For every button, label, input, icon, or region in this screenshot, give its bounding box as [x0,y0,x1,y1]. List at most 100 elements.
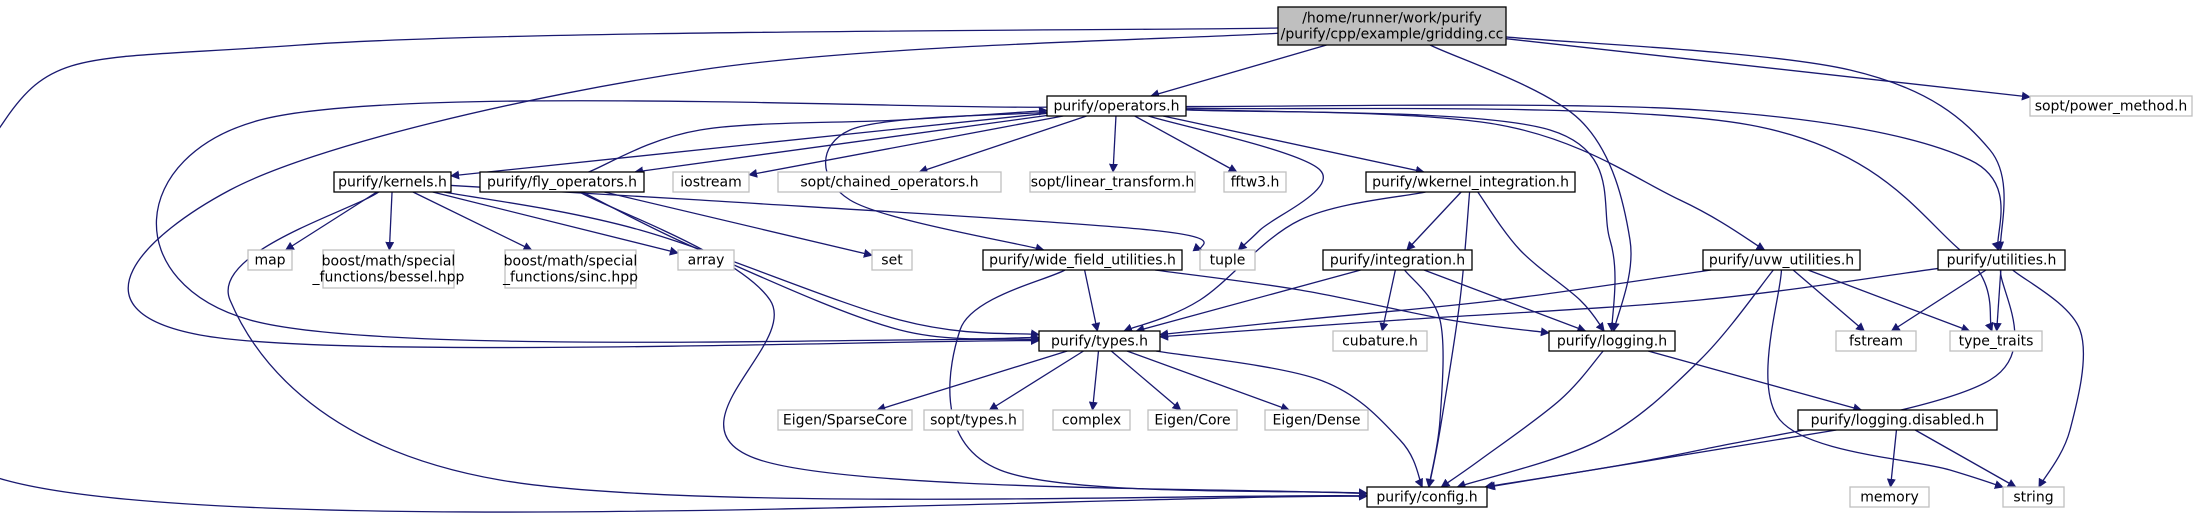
node-label: fftw3.h [1231,175,1280,191]
node-box [1322,249,1473,271]
node-box [479,171,645,193]
node-label: map [254,253,285,269]
node-box [1366,486,1488,508]
include-edge-operators-to-logging [1185,109,1617,332]
include-edge-operators-to-linear_transform [1108,115,1118,173]
node-label: purify/wide_field_utilities.h [989,253,1176,269]
node-chained-operators: sopt/chained_operators.h [777,171,1002,193]
node-eigen-sparsecore: Eigen/SparseCore [777,409,913,431]
include-edge-types-to-sopt_types [988,350,1084,411]
node-linear-transform: sopt/linear_transform.h [1029,171,1196,193]
include-edge-types-to-eigen_sparsecore [876,350,1068,412]
node-box [2002,486,2065,508]
include-edge-wide_field_utilities-to-types [1083,269,1101,332]
node-box [1046,95,1187,117]
node-operators[interactable]: purify/operators.h [1046,95,1187,117]
include-edge-logging_disabled-to-memory [1886,429,1898,488]
include-edge-gridding-to-config [0,27,1368,513]
node-uvw-utilities[interactable]: purify/uvw_utilities.h [1702,249,1861,271]
node-label: purify/operators.h [1054,99,1180,115]
include-edge-integration-to-config [1404,269,1444,488]
node-label: Eigen/Dense [1273,413,1361,429]
include-edge-types-to-eigen_dense [1126,350,1290,412]
include-edge-gridding-to-types [127,32,1279,349]
include-edge-wkernel_integration-to-integration [1406,191,1462,251]
node-label: purify/logging.disabled.h [1811,413,1985,429]
include-edge-logging-to-config [1440,350,1604,488]
node-label: purify/config.h [1376,490,1477,506]
include-edge-operators-to-iostream [748,115,1064,178]
node-eigen-dense: Eigen/Dense [1264,409,1369,431]
node-sopt-types: sopt/types.h [923,409,1024,431]
include-edge-wide_field_utilities-to-config [949,269,1368,498]
node-complex: complex [1052,409,1131,431]
node-box [2029,95,2193,117]
node-logging[interactable]: purify/logging.h [1548,330,1676,352]
include-edge-utilities-to-types [1159,267,1939,341]
node-set: set [871,249,913,271]
include-edge-fly_operators-to-set [604,191,873,258]
node-bessel: boost/math/special_functions/bessel.hpp [312,249,465,289]
node-box [1038,330,1161,352]
node-label: _functions/sinc.hpp [502,270,638,286]
include-edge-utilities-to-string [2012,269,2085,488]
node-label: boost/math/special [504,254,638,270]
node-label: /purify/cpp/example/gridding.cc [1281,27,1504,43]
node-label: iostream [680,175,742,191]
include-edge-uvw_utilities-to-config [1456,269,1774,489]
include-edge-uvw_utilities-to-fstream [1792,269,1866,332]
node-fly-operators[interactable]: purify/fly_operators.h [479,171,645,193]
node-label: string [2013,490,2053,506]
include-edge-kernels-to-array [432,191,679,256]
node-label: purify/kernels.h [338,175,447,191]
node-label: purify/utilities.h [1947,253,2057,269]
node-box [1365,171,1576,193]
node-config[interactable]: purify/config.h [1366,486,1488,508]
node-box [333,171,452,193]
node-cubature: cubature.h [1332,330,1428,352]
include-edge-fly_operators-to-config [579,191,1368,498]
node-kernels[interactable]: purify/kernels.h [333,171,452,193]
include-edge-uvw_utilities-to-type_traits [1807,269,1971,333]
include-edge-wide_field_utilities-to-logging [1154,269,1550,337]
node-map: map [247,249,293,271]
node-box [1937,249,2066,271]
include-edge-gridding-to-utilities [1505,36,2005,251]
node-box [923,409,1024,431]
node-utilities[interactable]: purify/utilities.h [1937,249,2066,271]
include-edge-fly_operators-to-operators [588,106,1048,173]
node-wkernel-integration[interactable]: purify/wkernel_integration.h [1365,171,1576,193]
node-box [1223,171,1287,193]
node-box [1147,409,1238,431]
node-label: purify/types.h [1051,334,1148,350]
node-types[interactable]: purify/types.h [1038,330,1161,352]
node-box [1797,409,1998,431]
include-edge-fly_operators-to-types [582,191,1040,342]
dependency-nodes: /home/runner/work/purify/purify/cpp/exam… [247,6,2193,508]
node-label: purify/integration.h [1330,253,1465,269]
node-fftw3: fftw3.h [1223,171,1287,193]
node-label: tuple [1210,253,1246,269]
node-iostream: iostream [672,171,750,193]
node-integration[interactable]: purify/integration.h [1322,249,1473,271]
node-box [871,249,913,271]
node-box [1835,330,1917,352]
include-edge-logging-to-logging_disabled [1647,350,1863,413]
include-edge-operators-to-fftw3 [1134,115,1238,173]
include-edge-operators-to-kernels [450,112,1048,180]
node-wide-field-utilities[interactable]: purify/wide_field_utilities.h [982,249,1183,271]
include-edge-gridding-to-power_method [1505,38,2031,101]
node-type-traits: type_traits [1949,330,2043,352]
include-edge-logging_disabled-to-string [1914,429,2017,488]
node-gridding[interactable]: /home/runner/work/purify/purify/cpp/exam… [1277,6,1507,46]
include-edge-operators-to-chained_operators [918,115,1087,174]
node-tuple: tuple [1199,249,1256,271]
node-sinc: boost/math/special_functions/sinc.hpp [502,249,638,289]
node-logging-disabled[interactable]: purify/logging.disabled.h [1797,409,1998,431]
node-label: Eigen/Core [1154,413,1230,429]
include-edge-kernels-to-sinc [412,191,533,251]
node-box [672,171,750,193]
node-box [777,409,913,431]
include-edge-uvw_utilities-to-string [1767,269,2004,489]
include-edge-operators-to-utilities [1185,104,2002,251]
